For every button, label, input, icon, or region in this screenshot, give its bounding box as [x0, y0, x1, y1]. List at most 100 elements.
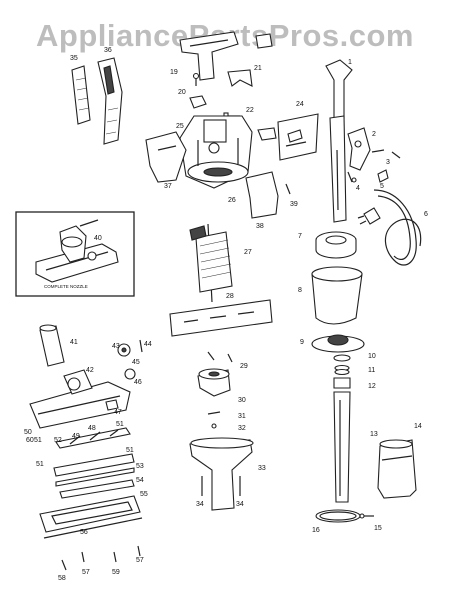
label-53: 53	[136, 463, 144, 470]
part-54-strip	[59, 479, 135, 499]
inset-complete-nozzle	[15, 211, 135, 297]
label-7: 7	[298, 233, 302, 240]
part-55-base-plate	[39, 495, 141, 533]
label-55: 55	[140, 491, 148, 498]
part-53-strip	[55, 467, 135, 487]
part-30-fan	[197, 368, 231, 397]
part-20-clip	[189, 95, 207, 109]
part-19	[192, 72, 200, 86]
label-34-left: 34	[196, 501, 204, 508]
label-26: 26	[228, 197, 236, 204]
part-33-fan-housing	[189, 437, 254, 511]
part-1-handle-tube	[325, 59, 353, 223]
label-60: 60	[26, 437, 34, 444]
part-35-handle-grip	[71, 65, 91, 125]
part-37-cover	[145, 131, 187, 183]
label-49: 49	[72, 433, 80, 440]
part-12-collar	[333, 377, 351, 389]
label-39: 39	[290, 201, 298, 208]
part-9-cap	[311, 334, 365, 353]
part-15-screw	[359, 513, 374, 519]
part-47-pedal	[105, 399, 119, 411]
label-47: 47	[114, 409, 122, 416]
part-56-bumper	[43, 517, 143, 539]
label-19: 19	[170, 69, 178, 76]
label-51-c: 51	[36, 461, 44, 468]
part-45-wheel	[124, 368, 136, 380]
label-50: 50	[24, 429, 32, 436]
label-57-a: 57	[82, 569, 90, 576]
label-29: 29	[240, 363, 248, 370]
part-3-screw	[391, 151, 401, 159]
label-14: 14	[414, 423, 422, 430]
part-27-motor-armature	[189, 223, 233, 303]
label-10: 10	[368, 353, 376, 360]
label-1: 1	[348, 59, 352, 66]
part-29-screws	[207, 351, 233, 363]
part-10-washer	[333, 354, 351, 362]
label-20: 20	[178, 89, 186, 96]
part-39-screw	[285, 183, 291, 195]
label-56: 56	[80, 529, 88, 536]
part-28-plate	[169, 299, 273, 337]
part-2-switch	[347, 127, 385, 171]
label-45: 45	[132, 359, 140, 366]
inset-caption: COMPLETE NOZZLE	[44, 284, 88, 289]
label-44: 44	[144, 341, 152, 348]
label-25: 25	[176, 123, 184, 130]
label-16: 16	[312, 527, 320, 534]
part-8-filter-bag	[311, 266, 363, 325]
part-41-bulb	[39, 324, 65, 367]
label-5: 5	[380, 183, 384, 190]
label-31: 31	[238, 413, 246, 420]
label-4: 4	[356, 185, 360, 192]
label-41: 41	[70, 339, 78, 346]
part-38-shield	[245, 171, 279, 219]
label-2: 2	[372, 131, 376, 138]
part-43-wheel	[117, 343, 131, 357]
part-11-spring	[334, 364, 350, 376]
label-52: 52	[54, 437, 62, 444]
label-42: 42	[86, 367, 94, 374]
label-15: 15	[374, 525, 382, 532]
part-5-clip	[377, 169, 389, 183]
label-51-d: 51	[126, 447, 134, 454]
part-24-bracket	[257, 113, 319, 161]
part-42-nozzle-hood	[29, 369, 131, 429]
part-57-screws	[81, 545, 141, 563]
label-58: 58	[58, 575, 66, 582]
part-26-motor-housing	[179, 115, 253, 189]
label-57-b: 57	[136, 557, 144, 564]
part-21-latch	[227, 69, 253, 87]
label-21: 21	[254, 65, 262, 72]
part-16-belt	[315, 509, 361, 523]
label-37: 37	[164, 183, 172, 190]
label-43: 43	[112, 343, 120, 350]
part-6-power-cord	[357, 189, 422, 266]
label-12: 12	[368, 383, 376, 390]
label-28: 28	[226, 293, 234, 300]
part-14-dirt-cup	[377, 439, 417, 499]
label-34-right: 34	[236, 501, 244, 508]
label-40: 40	[94, 235, 102, 242]
label-36: 36	[104, 47, 112, 54]
label-35: 35	[70, 55, 78, 62]
label-32: 32	[238, 425, 246, 432]
part-59-screw	[113, 551, 117, 563]
label-48: 48	[88, 425, 96, 432]
label-8: 8	[298, 287, 302, 294]
label-33: 33	[258, 465, 266, 472]
label-6: 6	[424, 211, 428, 218]
label-13: 13	[370, 431, 378, 438]
part-58-screw	[61, 559, 67, 571]
part-44-screw	[139, 339, 143, 353]
label-24: 24	[296, 101, 304, 108]
label-51-a: 51	[34, 437, 42, 444]
part-34-screws	[201, 476, 241, 496]
label-27: 27	[244, 249, 252, 256]
label-59: 59	[112, 569, 120, 576]
part-49-agitator	[55, 427, 131, 449]
part-32-nut	[211, 423, 217, 429]
